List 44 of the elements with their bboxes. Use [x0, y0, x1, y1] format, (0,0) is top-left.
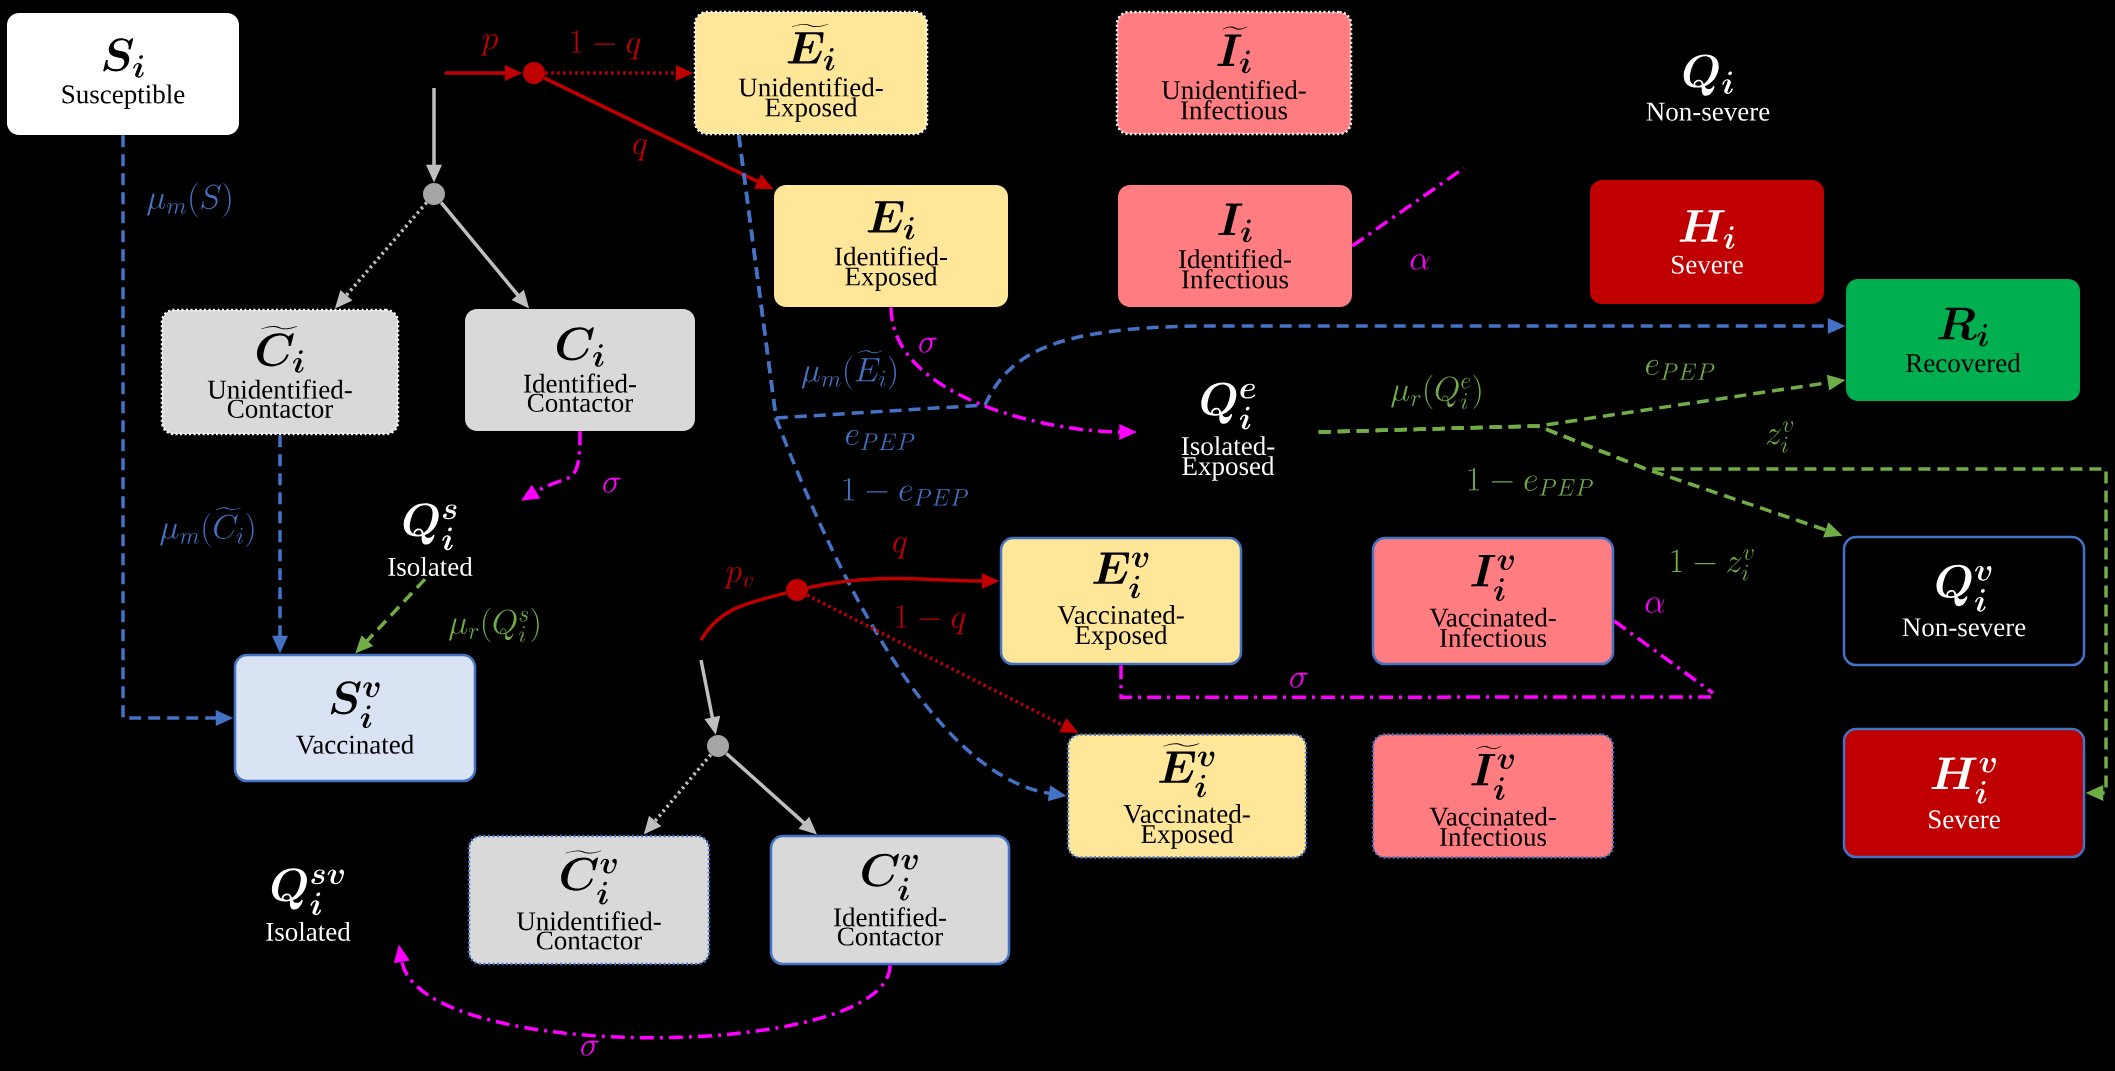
rate-label: $\mu_r(Q_i^e)$: [1388, 373, 1486, 411]
edge-label: $1-z_i^v$: [1666, 547, 1758, 583]
junction-dot: [523, 62, 545, 84]
rate-label: $1-e_{PEP}$: [1463, 466, 1597, 498]
edge-label: $1-q$: [566, 28, 644, 62]
state-box: $\boldsymbol{C_i^v}$ Identified-Contactor: [769, 834, 1011, 966]
state-box: $\boldsymbol{S_i^v}$ Vaccinated: [233, 653, 477, 783]
state-box: $\boldsymbol{\widetilde{E}_i}$ Unidentified-Exposed: [693, 10, 929, 136]
state-box: $\boldsymbol{R_i}$ Recovered: [1846, 279, 2081, 401]
state-label: $\boldsymbol{Q_i}$ Non-severe: [1646, 54, 1770, 121]
state-label: $\boldsymbol{Q_i^s}$ Isolated: [388, 503, 473, 576]
state-box: $\boldsymbol{C_i}$ Identified-Contactor: [465, 309, 695, 431]
state-box: $\boldsymbol{I_i^v}$ Vaccinated-Infectious: [1371, 536, 1615, 666]
edge-label: $q$: [630, 137, 650, 163]
state-box: $\boldsymbol{\widetilde{I}_i}$ Unidentified-Infectious: [1115, 10, 1353, 136]
junction-dot: [423, 183, 445, 205]
junction-dot: [707, 735, 729, 757]
edge-label: $z_i^v$: [1763, 419, 1797, 455]
state-box: $\boldsymbol{I_i}$ Identified-Infectious: [1118, 185, 1352, 307]
state-box: $\boldsymbol{E_i}$ Identified-Exposed: [774, 185, 1008, 307]
state-box: $\boldsymbol{E_i^v}$ Vaccinated-Exposed: [999, 536, 1243, 666]
state-box: $\boldsymbol{Q_i^v}$ Non-severe: [1842, 535, 2086, 667]
state-box: $\boldsymbol{\widetilde{C}_i}$ Unidentified-Contactor: [160, 308, 400, 436]
edge-label: $e_{PEP}$: [1642, 358, 1718, 382]
edge-label: $p$: [479, 32, 501, 58]
rate-label: $\mu_m(\widetilde{E}_i)$: [798, 348, 902, 392]
edge-label: $p_v$: [723, 565, 757, 591]
arrow: [1318, 424, 2108, 802]
state-box: $\boldsymbol{\widetilde{I}_i^v}$ Vaccinated-Infectious: [1371, 733, 1615, 859]
state-box: $\boldsymbol{H_i}$ Severe: [1590, 180, 1824, 304]
edge-label: $1-e_{PEP}$: [838, 476, 972, 508]
state-box: $\boldsymbol{\widetilde{C}_i^v}$ Unidentified-Contactor: [467, 834, 711, 966]
state-box: $\boldsymbol{H_i^v}$ Severe: [1842, 727, 2086, 859]
edge-label: $q$: [890, 535, 910, 561]
state-box: $\boldsymbol{S_i}$ Susceptible: [7, 13, 239, 135]
state-box: $\boldsymbol{\widetilde{E}_i^v}$ Vaccinated-Exposed: [1066, 733, 1308, 859]
state-label: $\boldsymbol{Q_i^e}$ Isolated-Exposed: [1181, 382, 1275, 481]
edge-label: $\mu_m(S)$: [144, 181, 236, 219]
edge-label: $\mu_m(\widetilde{C}_i)$: [157, 505, 259, 549]
edge-label: $1-q$: [891, 603, 969, 637]
state-label: $\boldsymbol{Q_i^{sv}}$ Isolated: [266, 868, 351, 941]
edge-label: $\mu_r(Q_i^s)$: [446, 606, 544, 644]
junction-dot: [786, 579, 808, 601]
edge-label: $e_{PEP}$: [842, 428, 918, 452]
